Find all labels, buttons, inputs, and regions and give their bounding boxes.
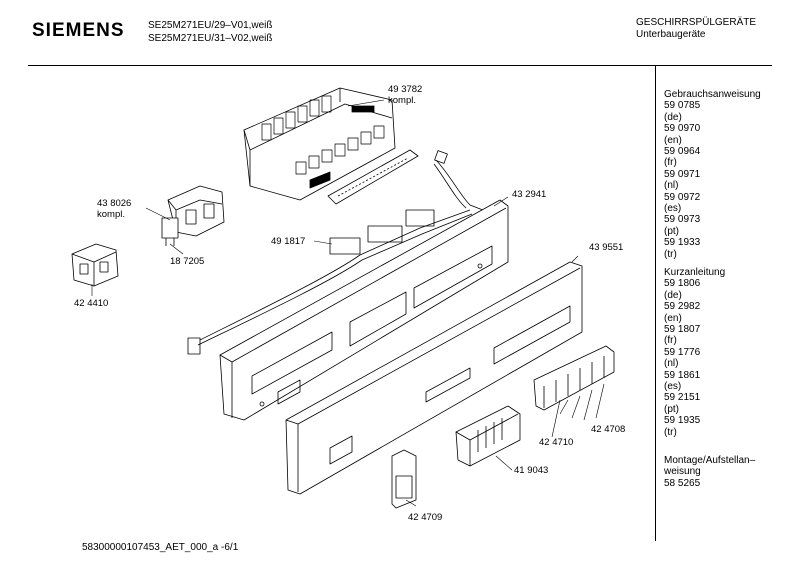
control-frame-part <box>219 199 509 421</box>
installation-guide-reference: Montage/Aufstellan– weisung 58 5265 <box>664 455 756 489</box>
model-number-1: SE25M271EU/29–V01,weiß <box>148 20 273 31</box>
part-label-424410: 42 4410 <box>74 298 109 309</box>
small-switch-part <box>161 217 179 246</box>
cable-harness-part <box>187 150 489 355</box>
appliance-category: GESCHIRRSPÜLGERÄTE <box>636 17 757 28</box>
part-label-424708: 42 4708 <box>591 424 626 435</box>
brand-logo: SIEMENS <box>32 20 125 41</box>
connector-block-part <box>71 243 119 287</box>
button-set-part <box>533 345 615 411</box>
control-module-part <box>243 87 396 201</box>
appliance-subcategory: Unterbaugeräte <box>636 29 706 40</box>
document-code: 58300000107453_AET_000_a -6/1 <box>82 542 239 553</box>
part-label-419043: 41 9043 <box>514 465 549 476</box>
part-label-493782: 49 3782 kompl. <box>388 84 423 106</box>
part-label-439551: 43 9551 <box>589 242 624 253</box>
header-divider <box>28 65 772 66</box>
label-strip-part <box>327 149 419 205</box>
part-label-432941: 43 2941 <box>512 189 547 200</box>
part-label-187205: 18 7205 <box>170 256 205 267</box>
latch-part <box>391 449 417 509</box>
user-manual-references: Gebrauchsanweisung 59 0785 (de) 59 0970 … <box>664 89 761 260</box>
quick-guide-references: Kurzanleitung 59 1806 (de) 59 2982 (en) … <box>664 267 726 438</box>
part-label-424710: 42 4710 <box>539 437 574 448</box>
leader-lines <box>91 99 605 507</box>
part-label-438026: 43 8026 kompl. <box>97 198 132 220</box>
door-handle-part <box>455 405 521 467</box>
switch-housing-part <box>167 185 225 237</box>
front-panel-part <box>285 261 583 495</box>
side-panel-divider <box>655 66 656 541</box>
part-label-424709: 42 4709 <box>408 512 443 523</box>
part-label-491817: 49 1817 <box>271 236 306 247</box>
model-number-2: SE25M271EU/31–V02,weiß <box>148 33 273 44</box>
